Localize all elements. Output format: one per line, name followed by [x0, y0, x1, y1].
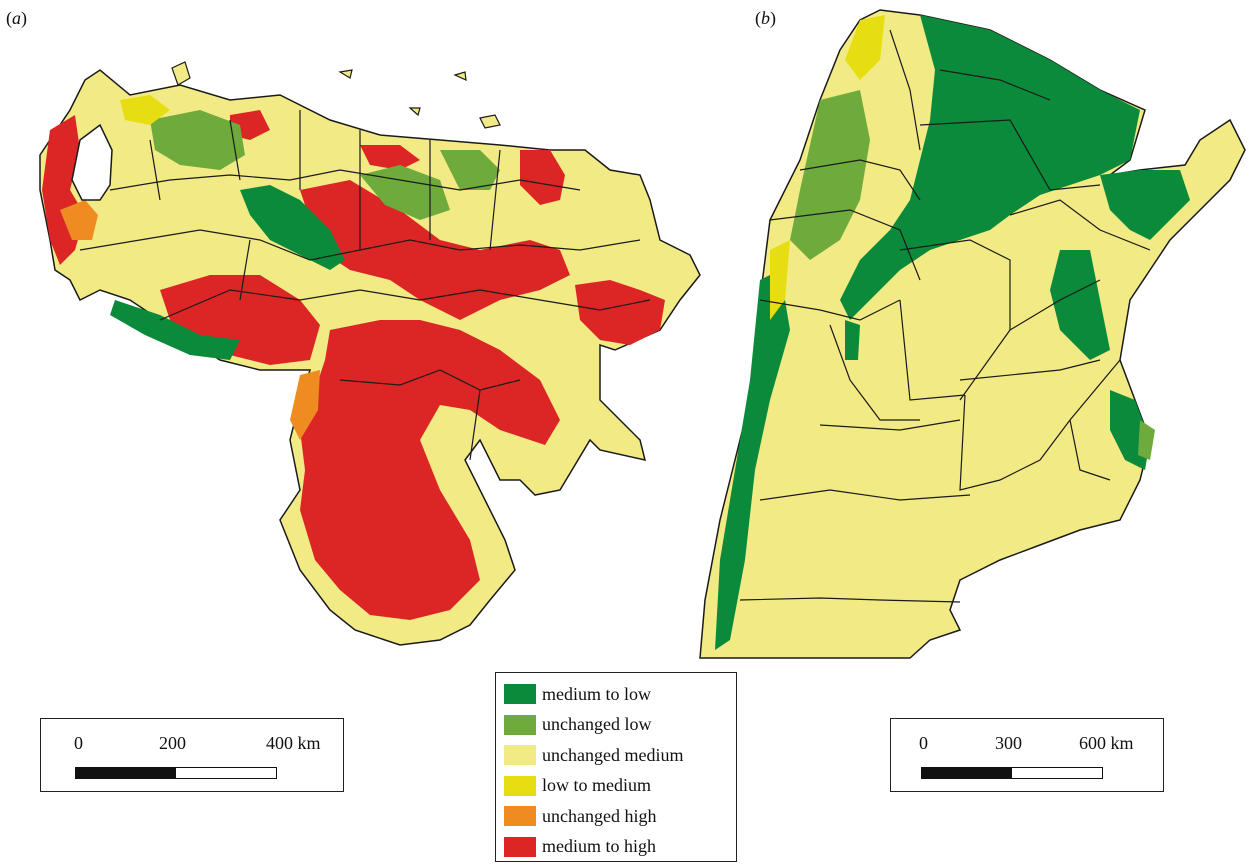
lake-maracaibo — [71, 123, 113, 201]
legend: medium to low unchanged low unchanged me… — [495, 672, 737, 862]
legend-swatch — [504, 745, 536, 766]
islands-venezuela — [171, 61, 501, 129]
region-orange-maracaibo — [60, 200, 98, 240]
legend-label: unchanged high — [542, 805, 657, 826]
region-yellow-northwest — [845, 15, 885, 80]
region-red-central — [300, 180, 570, 320]
scale-a-black-segment — [76, 768, 176, 778]
legend-item-unchanged-medium: unchanged medium — [504, 740, 736, 771]
scale-b-tick-2: 600 km — [1079, 733, 1134, 753]
region-green-sierra — [110, 300, 240, 360]
panel-label-a: (a) — [6, 8, 27, 28]
province-borders-argentina — [739, 29, 1151, 603]
region-darkgreen-corrientes — [1050, 250, 1110, 360]
region-lightgreen-west — [790, 90, 870, 260]
legend-item-medium-to-high: medium to high — [504, 832, 736, 863]
legend-item-unchanged-low: unchanged low — [504, 710, 736, 741]
panel-label-b: (b) — [755, 8, 776, 28]
scale-bar-a — [75, 767, 277, 779]
legend-label: unchanged low — [542, 714, 652, 735]
region-red-north — [520, 150, 565, 205]
legend-swatch — [504, 806, 536, 827]
region-green-andes — [715, 270, 790, 650]
map-argentina — [699, 9, 1246, 659]
legend-item-unchanged-high: unchanged high — [504, 801, 736, 832]
legend-swatch — [504, 836, 536, 857]
state-borders-venezuela — [79, 110, 651, 461]
legend-item-medium-to-low: medium to low — [504, 679, 736, 710]
region-lightgreen-east — [440, 150, 500, 190]
legend-label: medium to high — [542, 836, 656, 857]
legend-swatch — [504, 775, 536, 796]
region-lightgreen-central — [360, 165, 450, 220]
legend-item-low-to-medium: low to medium — [504, 771, 736, 802]
scale-b-tick-0: 0 — [919, 733, 928, 753]
scale-a-tick-2: 400 km — [266, 733, 321, 753]
scale-b-white-segment — [1012, 768, 1102, 778]
scale-box-b: 0 300 600 km — [890, 718, 1164, 792]
region-red-coast — [360, 145, 420, 170]
region-green-mendoza — [845, 320, 860, 360]
region-orange-south — [290, 370, 320, 440]
map-venezuela — [39, 61, 701, 646]
scale-b-black-segment — [922, 768, 1012, 778]
region-red-east — [575, 280, 665, 345]
region-darkgreen-east — [1100, 170, 1190, 240]
scale-a-tick-1: 200 — [159, 733, 186, 753]
region-green-andes — [240, 185, 345, 270]
legend-label: low to medium — [542, 775, 651, 796]
region-lightgreen-coast — [1138, 420, 1155, 460]
legend-swatch — [504, 684, 536, 705]
scale-b-tick-1: 300 — [995, 733, 1022, 753]
region-lightgreen-north — [150, 110, 245, 170]
region-darkgreen-north — [840, 15, 1140, 320]
scale-a-tick-0: 0 — [74, 733, 83, 753]
legend-label: medium to low — [542, 683, 651, 704]
scale-box-a: 0 200 400 km — [40, 718, 344, 792]
scale-a-white-segment — [176, 768, 276, 778]
region-yellow-andes — [770, 240, 790, 320]
region-yellow-north — [120, 95, 170, 125]
scale-bar-b — [921, 767, 1103, 779]
legend-label: unchanged medium — [542, 744, 684, 765]
legend-swatch — [504, 714, 536, 735]
region-red-bolivar — [300, 320, 560, 620]
